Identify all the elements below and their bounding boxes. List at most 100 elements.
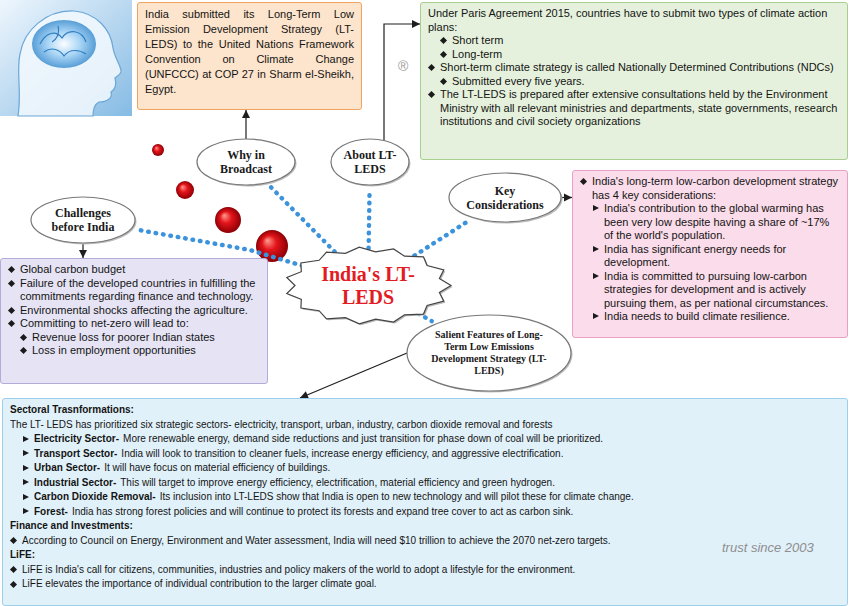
oval-outline	[407, 315, 571, 391]
connector-line	[384, 24, 420, 141]
watermark-text: ®	[398, 58, 408, 74]
text-line: India's long-term low-carbon development…	[580, 175, 840, 202]
shape-label: About LT-LEDS	[338, 148, 402, 176]
diamond-bullet	[440, 51, 447, 58]
text-line: India is committed to pursuing low-carbo…	[580, 270, 840, 311]
bold-text: Urban Sector-	[34, 462, 100, 473]
arrowhead	[242, 110, 250, 118]
body-text: According to Council on Energy, Environm…	[22, 535, 611, 546]
body-text: India will look to transition to cleaner…	[121, 448, 563, 459]
text-line: Failure of the developed countries in fu…	[8, 277, 260, 304]
text-line: Industrial Sector-This will target to im…	[10, 476, 840, 491]
diamond-bullet	[8, 307, 15, 314]
burst-outline	[287, 247, 451, 324]
text-line: Electricity Sector- More renewable energy…	[10, 432, 840, 447]
text-line: LiFE elevates the importance of individu…	[10, 577, 840, 592]
connector-line	[300, 353, 407, 398]
shape-text: Challenges before India	[41, 206, 125, 234]
body-text: Long-term	[452, 48, 502, 60]
arrow-connector	[300, 353, 407, 399]
diamond-bullet	[8, 320, 15, 327]
body-text: More renewable energy, demand side reduc…	[123, 433, 603, 444]
arrow-bullet	[23, 508, 29, 514]
head-profile	[18, 11, 121, 116]
body-text: India has significant energy needs for d…	[604, 243, 786, 269]
shape-text: Salient Features of Long-Term Low Emissi…	[425, 329, 554, 377]
shape-label: Challenges before India	[41, 206, 125, 234]
bold-text: Forest-	[34, 506, 68, 517]
body-text: Failure of the developed countries in fu…	[20, 277, 255, 303]
body-text: India's contribution to the global warmi…	[604, 202, 829, 241]
text-line: LiFE is India's call for citizens, commu…	[10, 563, 840, 578]
text-line: Long-term	[428, 48, 840, 62]
shape-text: Why in Broadcast	[207, 148, 286, 176]
diamond-bullet	[440, 37, 447, 44]
topic-oval: Why in Broadcast	[194, 136, 298, 188]
diamond-bullet	[8, 266, 15, 273]
oval-outline	[197, 139, 295, 185]
body-text: India has strong forest policies and wil…	[72, 506, 573, 517]
text-line: According to Council on Energy, Environm…	[10, 534, 840, 549]
brain-glow	[32, 20, 96, 68]
arrowhead	[412, 20, 420, 28]
body-text: Global carbon budget	[20, 263, 125, 275]
topic-oval: Challenges before India	[28, 194, 138, 246]
diamond-bullet	[20, 347, 27, 354]
bold-text: Electricity Sector-	[34, 433, 119, 444]
arrow-connector	[242, 110, 250, 139]
text-line: The LT-LEDS is prepared after extensive …	[428, 88, 840, 129]
features-box: Sectoral Trasnformations:The LT- LEDS ha…	[2, 398, 848, 606]
text-line: Forest- India has strong forest policies …	[10, 505, 840, 520]
text-line: Revenue loss for poorer Indian states	[8, 331, 260, 345]
arrow-bullet	[23, 494, 29, 500]
arrow-bullet	[23, 450, 29, 456]
oval-outline	[449, 173, 561, 222]
red-ball	[152, 144, 164, 156]
red-ball	[215, 207, 241, 233]
shape-label: Key Considerations	[458, 184, 552, 212]
text-line: Under Paris Agreement 2015, countries ha…	[428, 7, 840, 34]
text-line: Submitted every five years.	[428, 75, 840, 89]
text-line: India needs to build climate resilience.	[580, 310, 840, 324]
arrow-bullet	[23, 436, 29, 442]
news-box: India submitted its Long-Term Low Emissi…	[137, 2, 362, 110]
bold-text: Finance and Investments:	[10, 520, 133, 531]
text-line: LiFE:	[10, 548, 840, 563]
body-text: India is committed to pursuing low-carbo…	[604, 270, 828, 309]
body-text: It will have focus on material efficienc…	[104, 462, 330, 473]
shape-label: India's LT-LEDS	[317, 263, 420, 309]
text-line: India submitted its Long-Term Low Emissi…	[145, 7, 354, 97]
arrow-connector	[79, 243, 87, 258]
text-line: India's contribution to the global warmi…	[580, 202, 840, 243]
arrow-bullet	[593, 205, 599, 211]
bold-text: Carbon Dioxide Removal-	[34, 491, 156, 502]
bold-text: Transport Sector-	[34, 448, 117, 459]
oval-outline	[331, 139, 409, 185]
arrow-bullet	[593, 246, 599, 252]
body-text: Short term	[452, 34, 503, 46]
text-line: Environmental shocks affecting the agric…	[8, 304, 260, 318]
body-text: The LT- LEDS has prioritized six strateg…	[10, 419, 552, 430]
text-line: Short term	[428, 34, 840, 48]
body-text: This will target to improve energy effic…	[120, 477, 555, 488]
body-text: LiFE is India's call for citizens, commu…	[22, 564, 575, 575]
text-line: Carbon Dioxide Removal- Its inclusion int…	[10, 490, 840, 505]
dotted-link	[369, 189, 370, 248]
text-line: Transport Sector- India will look to tran…	[10, 447, 840, 462]
diamond-bullet	[10, 537, 17, 544]
diamond-bullet	[428, 64, 435, 71]
diamond-bullet	[440, 78, 447, 85]
dotted-link	[270, 186, 335, 252]
body-text: Its inclusion into LT-LEDS show that Ind…	[160, 491, 634, 502]
text-line: Loss in employment opportunities	[8, 344, 260, 358]
body-text: Committing to net-zero will lead to:	[20, 317, 189, 329]
text-line: India has significant energy needs for d…	[580, 243, 840, 270]
dotted-line	[369, 189, 370, 248]
shape-label: Why in Broadcast	[207, 148, 286, 176]
context-box: Under Paris Agreement 2015, countries ha…	[420, 2, 848, 160]
central-burst: India's LT-LEDS	[282, 244, 454, 327]
arrow-connector	[561, 194, 572, 202]
brain-lines	[40, 26, 86, 56]
body-text: India submitted its Long-Term Low Emissi…	[145, 8, 354, 95]
text-line: Committing to net-zero will lead to:	[8, 317, 260, 331]
